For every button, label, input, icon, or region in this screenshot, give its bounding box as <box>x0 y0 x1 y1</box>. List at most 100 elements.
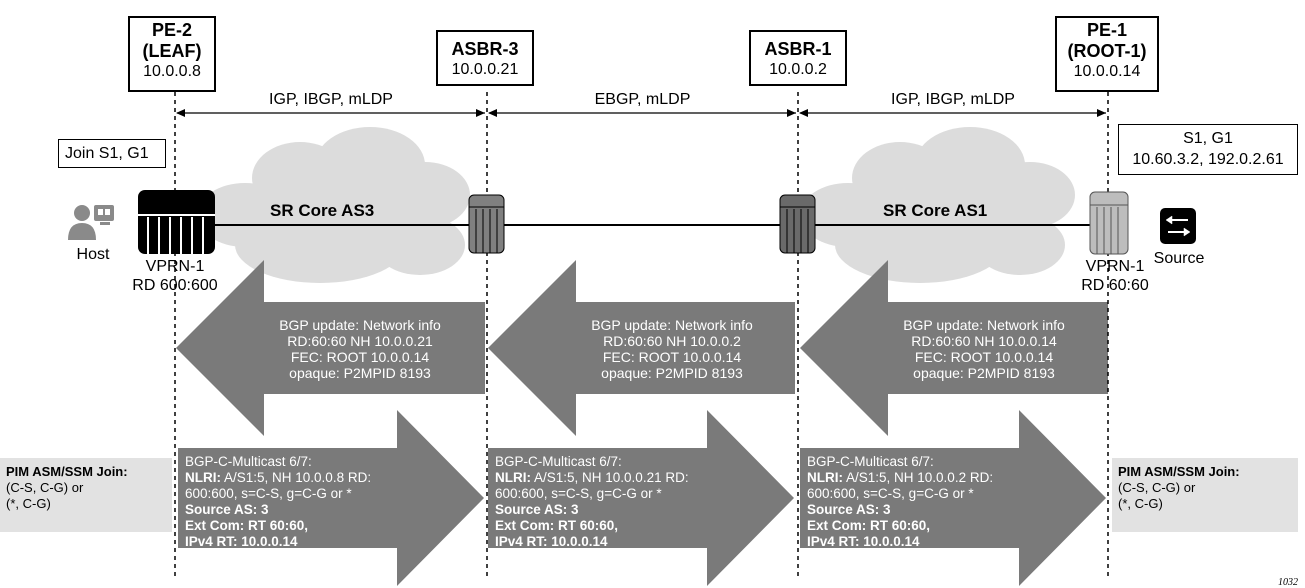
bgp-update-2-line1: BGP update: Network info <box>591 317 753 333</box>
bgp-update-text-3: BGP update: Network info RD:60:60 NH 10.… <box>864 317 1104 381</box>
cloud-as3 <box>197 127 470 283</box>
bgp-mc-2-nlri: NLRI: A/S1:5, NH 10.0.0.21 RD: <box>495 470 755 486</box>
bgp-mc-2-nlri-text: A/S1:5, NH 10.0.0.21 RD: <box>531 470 689 485</box>
bgp-mc-2-nlri-label: NLRI: <box>495 470 531 485</box>
bgp-mc-2-source-as: Source AS: 3 <box>495 502 755 518</box>
pim-left-title: PIM ASM/SSM Join: <box>6 464 128 479</box>
bgp-multicast-text-1: BGP-C-Multicast 6/7: NLRI: A/S1:5, NH 10… <box>185 454 445 550</box>
bgp-update-1-line2: RD:60:60 NH 10.0.0.21 <box>287 333 433 349</box>
bgp-mc-1-nlri-text: A/S1:5, NH 10.0.0.8 RD: <box>221 470 372 485</box>
bgp-mc-2-ext-com-text: Ext Com: RT 60:60, <box>495 518 619 533</box>
source-group-line2: 10.60.3.2, 192.0.2.61 <box>1132 151 1284 168</box>
bgp-mc-1-ipv4-rt-text: IPv4 RT: 10.0.0.14 <box>185 534 298 549</box>
bgp-multicast-text-2: BGP-C-Multicast 6/7: NLRI: A/S1:5, NH 10… <box>495 454 755 550</box>
router-asbr3-icon <box>468 194 505 254</box>
host-icon <box>68 205 114 240</box>
segment-label-1: IGP, IBGP, mLDP <box>269 91 393 108</box>
vprn-right-line2: RD 60:60 <box>1081 277 1149 294</box>
bgp-update-3-line4: opaque: P2MPID 8193 <box>913 365 1055 381</box>
segment-label-3: IGP, IBGP, mLDP <box>891 91 1015 108</box>
bgp-mc-3-source-as: Source AS: 3 <box>807 502 1067 518</box>
pim-left-line3: (*, C-G) <box>6 496 51 511</box>
segment-label-2: EBGP, mLDP <box>594 91 691 108</box>
source-icon <box>1160 208 1196 244</box>
asbr1-ip: 10.0.0.2 <box>769 61 827 78</box>
source-label: Source <box>1153 250 1205 267</box>
pe1-name-line2: (ROOT-1) <box>1067 41 1147 61</box>
bgp-update-arrow-1 <box>176 260 485 436</box>
bgp-multicast-arrow-3 <box>800 410 1106 586</box>
bgp-mc-3-source-as-text: Source AS: 3 <box>807 502 891 517</box>
asbr1-name: ASBR-1 <box>764 39 832 59</box>
cloud-as3-label: SR Core AS3 <box>270 201 375 220</box>
bgp-multicast-arrow-1 <box>178 410 484 586</box>
figure-id: 1032 <box>1278 577 1298 588</box>
router-pe2-icon <box>138 190 215 254</box>
bgp-update-3-line1: BGP update: Network info <box>903 317 1065 333</box>
bgp-update-2-line3: FEC: ROOT 10.0.0.14 <box>602 349 742 365</box>
bgp-mc-1-title: BGP-C-Multicast 6/7: <box>185 454 312 469</box>
pe2-name-line2: (LEAF) <box>142 41 202 61</box>
pim-join-right: PIM ASM/SSM Join: (C-S, C-G) or (*, C-G) <box>1112 458 1298 532</box>
bgp-mc-1-ext-com-text: Ext Com: RT 60:60, <box>185 518 309 533</box>
router-asbr1-icon <box>779 194 816 254</box>
bgp-update-2-line4: opaque: P2MPID 8193 <box>601 365 743 381</box>
source-group-line1: S1, G1 <box>1183 130 1233 147</box>
pim-right-title: PIM ASM/SSM Join: <box>1118 464 1240 479</box>
bgp-mc-3-nlri-label: NLRI: <box>807 470 843 485</box>
pim-right-line2: (C-S, C-G) or <box>1118 480 1196 495</box>
bgp-mc-2-ipv4-rt-text: IPv4 RT: 10.0.0.14 <box>495 534 608 549</box>
bgp-mc-1-nlri-label: NLRI: <box>185 470 221 485</box>
node-asbr1: ASBR-1 10.0.0.2 <box>749 30 847 86</box>
bgp-update-3-line3: FEC: ROOT 10.0.0.14 <box>914 349 1054 365</box>
bgp-mc-3-nlri: NLRI: A/S1:5, NH 10.0.0.2 RD: <box>807 470 1067 486</box>
bgp-mc-1-source-as: Source AS: 3 <box>185 502 445 518</box>
node-asbr3: ASBR-3 10.0.0.21 <box>436 30 534 86</box>
bgp-update-text-2: BGP update: Network info RD:60:60 NH 10.… <box>552 317 792 381</box>
cloud-as1-label: SR Core AS1 <box>883 201 988 220</box>
bgp-mc-3-title: BGP-C-Multicast 6/7: <box>807 454 934 469</box>
pim-join-left: PIM ASM/SSM Join: (C-S, C-G) or (*, C-G) <box>0 458 172 532</box>
bgp-mc-3-nlri-text: A/S1:5, NH 10.0.0.2 RD: <box>843 470 994 485</box>
bgp-update-arrow-3 <box>800 260 1108 436</box>
bgp-update-2-line2: RD:60:60 NH 10.0.0.2 <box>603 333 741 349</box>
bgp-mc-1-nlri: NLRI: A/S1:5, NH 10.0.0.8 RD: <box>185 470 445 486</box>
vprn-right-label: VPRN-1 RD 60:60 <box>1065 257 1165 295</box>
bgp-mc-1-line3: 600:600, s=C-S, g=C-G or * <box>185 486 352 501</box>
asbr3-ip: 10.0.0.21 <box>451 61 519 78</box>
bgp-mc-1-source-as-text: Source AS: 3 <box>185 502 269 517</box>
bgp-update-text-1: BGP update: Network info RD:60:60 NH 10.… <box>240 317 480 381</box>
vprn-left-line2: RD 600:600 <box>132 277 218 294</box>
bgp-mc-1-ext-com: Ext Com: RT 60:60, <box>185 518 445 534</box>
bgp-mc-3-ipv4-rt-text: IPv4 RT: 10.0.0.14 <box>807 534 920 549</box>
bgp-mc-3-ext-com-text: Ext Com: RT 60:60, <box>807 518 931 533</box>
bgp-update-arrow-2 <box>488 260 795 436</box>
vprn-left-line1: VPRN-1 <box>145 258 205 275</box>
cloud-as1 <box>800 127 1075 283</box>
pe1-ip: 10.0.0.14 <box>1073 63 1141 80</box>
asbr3-name: ASBR-3 <box>451 39 519 59</box>
bgp-mc-2-ipv4-rt: IPv4 RT: 10.0.0.14 <box>495 534 755 550</box>
bgp-update-1-line4: opaque: P2MPID 8193 <box>289 365 431 381</box>
vprn-right-line1: VPRN-1 <box>1085 258 1145 275</box>
bgp-multicast-arrow-2 <box>488 410 794 586</box>
pe1-name-line1: PE-1 <box>1086 20 1128 40</box>
bgp-mc-2-source-as-text: Source AS: 3 <box>495 502 579 517</box>
join-box: Join S1, G1 <box>58 139 166 168</box>
pim-right-line3: (*, C-G) <box>1118 496 1163 511</box>
router-pe1-icon <box>1089 191 1129 255</box>
node-pe2: PE-2 (LEAF) 10.0.0.8 <box>128 16 216 92</box>
bgp-update-1-line1: BGP update: Network info <box>279 317 441 333</box>
bgp-mc-2-ext-com: Ext Com: RT 60:60, <box>495 518 755 534</box>
bgp-update-3-line2: RD:60:60 NH 10.0.0.14 <box>911 333 1057 349</box>
bgp-mc-3-ext-com: Ext Com: RT 60:60, <box>807 518 1067 534</box>
source-group-box: S1, G1 10.60.3.2, 192.0.2.61 <box>1118 124 1298 175</box>
pe2-name-line1: PE-2 <box>151 20 193 40</box>
bgp-mc-1-ipv4-rt: IPv4 RT: 10.0.0.14 <box>185 534 445 550</box>
bgp-multicast-text-3: BGP-C-Multicast 6/7: NLRI: A/S1:5, NH 10… <box>807 454 1067 550</box>
pim-left-line2: (C-S, C-G) or <box>6 480 84 495</box>
host-label: Host <box>76 246 110 263</box>
node-pe1: PE-1 (ROOT-1) 10.0.0.14 <box>1055 16 1159 92</box>
pe2-ip: 10.0.0.8 <box>143 63 201 80</box>
